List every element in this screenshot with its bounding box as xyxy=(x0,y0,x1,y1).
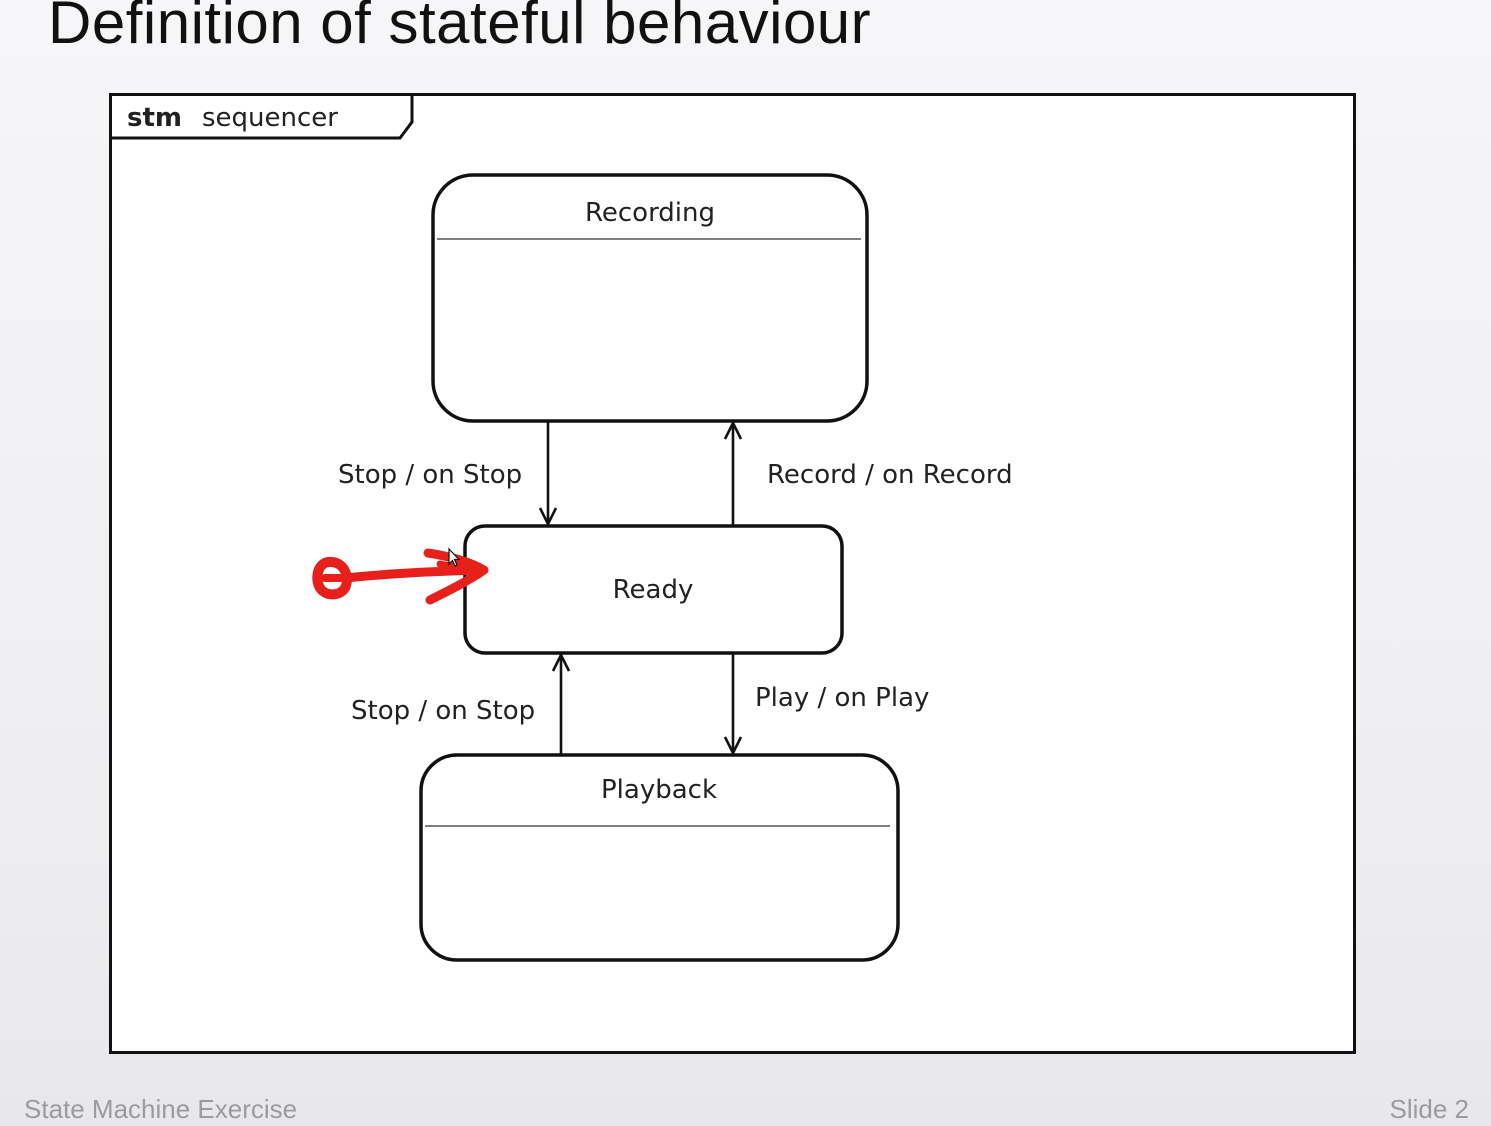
transition-ready-to-playback: Play / on Play xyxy=(733,654,929,753)
transition-recording-to-ready: Stop / on Stop xyxy=(338,422,548,524)
initial-state-annotation xyxy=(312,548,489,605)
frame-header-tab: stm sequencer xyxy=(111,95,414,140)
slide-title: Definition of stateful behaviour xyxy=(48,0,872,56)
slide-footer-title: State Machine Exercise xyxy=(24,1094,298,1124)
transition-playback-to-ready-label: Stop / on Stop xyxy=(351,696,535,726)
transition-ready-to-recording-label: Record / on Record xyxy=(767,460,1013,490)
slide-number: Slide 2 xyxy=(1389,1094,1470,1124)
transition-ready-to-playback-label: Play / on Play xyxy=(755,683,929,713)
state-playback-label: Playback xyxy=(601,775,717,805)
state-ready-label: Ready xyxy=(613,575,694,605)
state-recording: Recording xyxy=(431,173,869,423)
frame-keyword: stm xyxy=(127,103,182,133)
state-recording-label: Recording xyxy=(585,198,715,228)
state-playback: Playback xyxy=(419,753,900,962)
state-ready: Ready xyxy=(463,524,844,655)
transition-ready-to-recording: Record / on Record xyxy=(733,423,1013,525)
mouse-cursor-icon xyxy=(448,547,461,567)
transition-playback-to-ready: Stop / on Stop xyxy=(351,655,561,754)
frame-name: sequencer xyxy=(202,103,338,133)
transition-recording-to-ready-label: Stop / on Stop xyxy=(338,460,522,490)
